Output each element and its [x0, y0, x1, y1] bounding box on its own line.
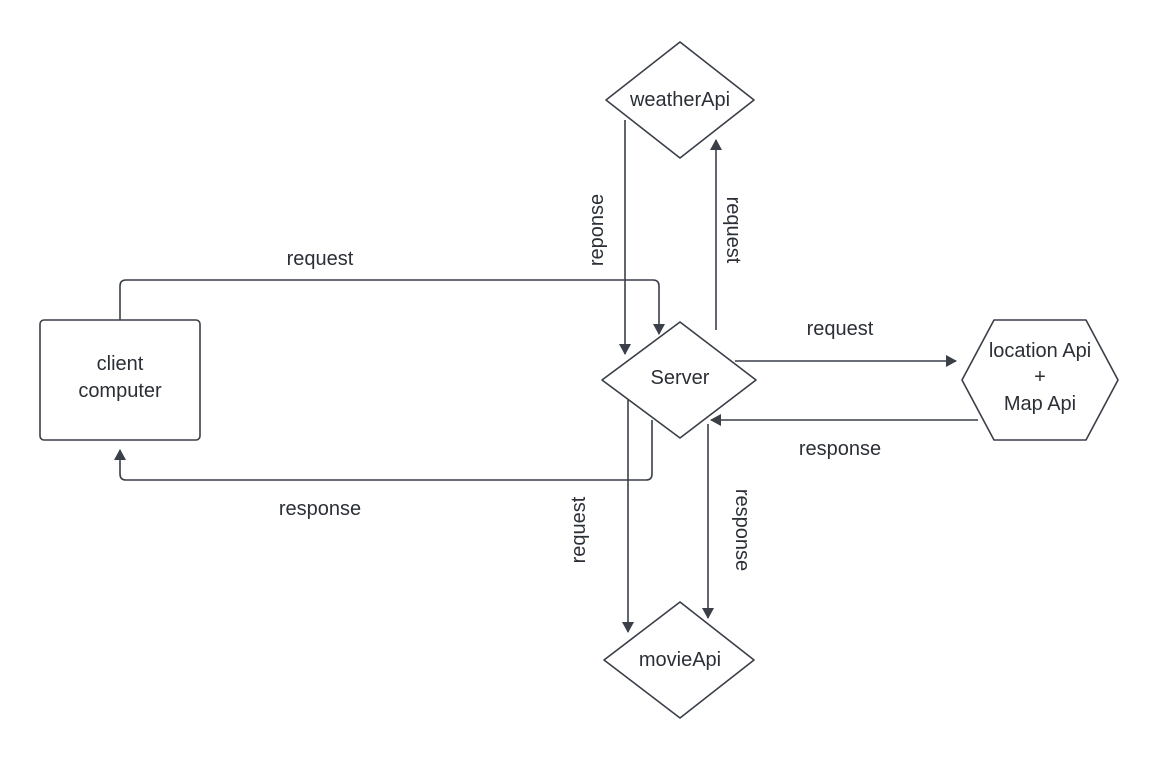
label-weather-request: request: [722, 197, 744, 264]
weather-api-node: weatherApi: [605, 41, 755, 159]
server-node: Server: [601, 321, 757, 439]
label-location-response: response: [799, 438, 881, 460]
label-movie-response: response: [731, 489, 753, 571]
server-label: Server: [651, 367, 710, 389]
location-api-line3: Map Api: [1004, 393, 1076, 415]
label-location-request: request: [807, 318, 874, 340]
label-weather-response: reponse: [586, 194, 608, 266]
location-map-api-node: location Api + Map Api: [961, 319, 1119, 441]
movie-api-node: movieApi: [603, 601, 755, 719]
client-node-line1: client: [97, 353, 144, 375]
movie-api-label: movieApi: [639, 649, 721, 671]
client-computer-node: client computer: [39, 319, 201, 441]
edge-server-to-client: [114, 420, 653, 481]
location-api-line2: +: [1034, 366, 1046, 388]
weather-api-label: weatherApi: [629, 89, 730, 111]
location-api-line1: location Api: [989, 340, 1091, 362]
label-client-request: request: [287, 248, 354, 270]
label-client-response: response: [279, 498, 361, 520]
label-movie-request: request: [568, 496, 590, 563]
edge-client-to-server: [119, 279, 665, 335]
client-node-line2: computer: [78, 380, 162, 402]
